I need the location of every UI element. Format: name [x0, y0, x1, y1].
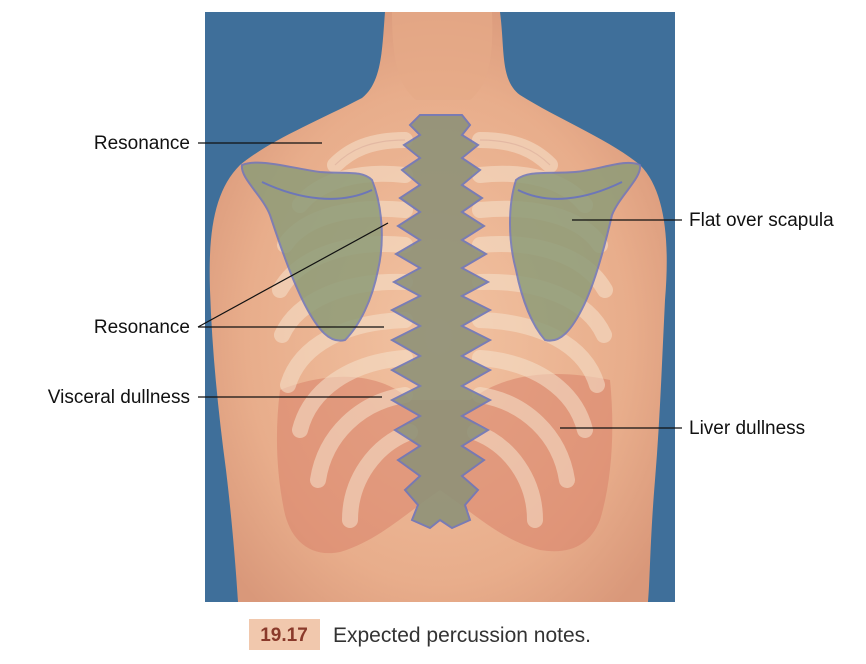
- spine: [389, 114, 493, 530]
- caption-number: 19.17: [260, 625, 308, 646]
- caption-text: Expected percussion notes.: [333, 624, 591, 647]
- right-scapula: [509, 161, 642, 342]
- label-resonance-mid: Resonance: [94, 317, 190, 338]
- label-resonance-top: Resonance: [94, 133, 190, 154]
- label-visceral-dullness: Visceral dullness: [48, 387, 190, 408]
- caption-badge: [249, 619, 320, 650]
- ribs: [272, 132, 613, 528]
- neck-shadow: [392, 12, 493, 100]
- label-liver-dullness: Liver dullness: [689, 418, 805, 439]
- leader-lines: [197, 142, 682, 429]
- label-flat-over-scapula: Flat over scapula: [689, 210, 834, 231]
- left-scapula: [240, 161, 383, 342]
